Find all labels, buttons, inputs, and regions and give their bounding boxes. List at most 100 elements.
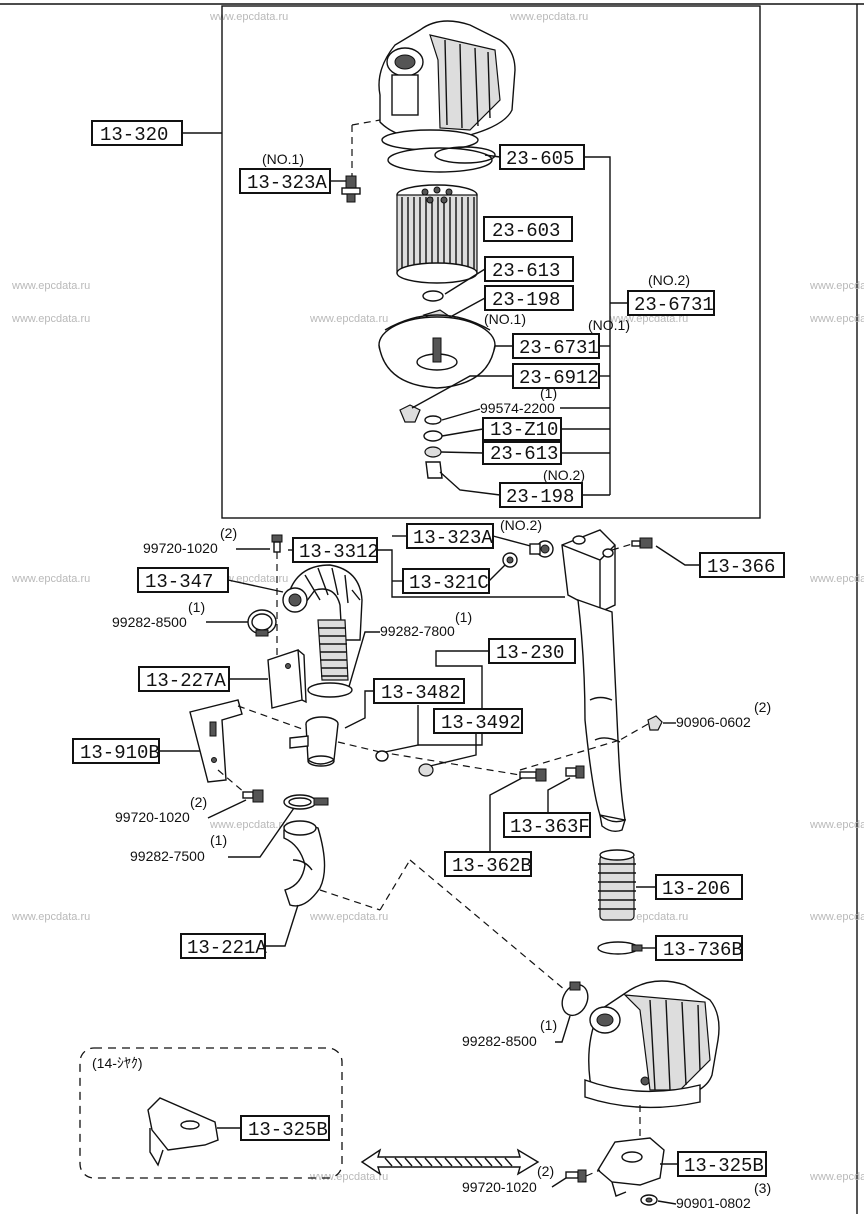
part-label-13-363F[interactable]: 13-363F bbox=[503, 812, 591, 838]
cleaner-bottom-bowl bbox=[378, 314, 496, 389]
leader-dashed bbox=[217, 769, 246, 794]
watermark: www.epcdata.ru bbox=[509, 11, 588, 23]
leader-line bbox=[207, 799, 247, 819]
part-label-13-366[interactable]: 13-366 bbox=[699, 552, 785, 578]
part-label-23-198[interactable]: 23-198 bbox=[484, 285, 574, 311]
part-note: (NO.1) bbox=[484, 311, 526, 327]
bolt-icon bbox=[519, 768, 547, 782]
leader-line bbox=[657, 1200, 677, 1205]
part-note: (NO.2) bbox=[648, 272, 690, 288]
part-number-text: 99720-1020 bbox=[143, 540, 218, 556]
part-number: 13-362B bbox=[452, 855, 532, 877]
part-qty: (2) bbox=[220, 525, 237, 541]
leader-line bbox=[489, 777, 523, 852]
part-number-text: 90901-0802 bbox=[676, 1195, 751, 1211]
leader-line bbox=[411, 375, 513, 409]
leader-line bbox=[444, 268, 486, 295]
part-label-13-910B[interactable]: 13-910B bbox=[72, 738, 160, 764]
part-number: 13-323A bbox=[247, 172, 327, 194]
part-number: 23-603 bbox=[492, 220, 560, 242]
leader-dashed bbox=[351, 119, 381, 126]
clamp-tab bbox=[631, 944, 643, 952]
leader-dashed bbox=[337, 741, 381, 753]
bolt-icon bbox=[631, 537, 653, 549]
part-number: 13-323A bbox=[413, 527, 493, 549]
leader-dashed bbox=[611, 543, 633, 551]
hose-clamp-icon bbox=[307, 682, 353, 698]
watermark: www.epcdata.ru bbox=[209, 11, 288, 23]
air-cleaner-housing-top bbox=[378, 20, 516, 151]
bolt-icon bbox=[647, 715, 663, 731]
part-number: 13-325B bbox=[248, 1119, 328, 1141]
part-number: 13-230 bbox=[496, 642, 564, 664]
leader-line bbox=[384, 705, 419, 753]
part-note: (NO.1) bbox=[262, 151, 304, 167]
part-label-13-3482[interactable]: 13-3482 bbox=[373, 678, 465, 704]
part-label-13-3312[interactable]: 13-3312 bbox=[292, 537, 379, 563]
part-label-13-320[interactable]: 13-320 bbox=[91, 120, 183, 146]
assembly-frame bbox=[221, 5, 761, 519]
part-qty: (1) bbox=[210, 832, 227, 848]
double-arrow-icon bbox=[360, 1148, 540, 1176]
part-number: 23-613 bbox=[490, 443, 558, 465]
part-number: 13-320 bbox=[100, 124, 168, 146]
leader-line bbox=[265, 904, 299, 947]
part-label-13-206[interactable]: 13-206 bbox=[655, 874, 743, 900]
hose-clamp-icon bbox=[247, 609, 277, 637]
part-label-23-613[interactable]: 23-613 bbox=[484, 256, 574, 282]
part-number: 23-6731 bbox=[519, 337, 599, 359]
part-label-13-347[interactable]: 13-347 bbox=[137, 567, 229, 593]
intake-elbow bbox=[289, 716, 339, 767]
leader-dashed bbox=[379, 859, 411, 911]
part-label-23-613-low[interactable]: 23-613 bbox=[482, 441, 562, 465]
part-label-23-6912[interactable]: 23-6912 bbox=[512, 363, 600, 389]
part-label-13-323A-mid[interactable]: 13-323A bbox=[406, 523, 494, 549]
part-label-13-362B[interactable]: 13-362B bbox=[444, 851, 532, 877]
part-number: 13-221A bbox=[187, 937, 267, 959]
part-label-13-Z10[interactable]: 13-Z10 bbox=[482, 417, 562, 441]
leader-line bbox=[377, 549, 565, 598]
part-label-23-198-low[interactable]: 23-198 bbox=[499, 482, 583, 508]
leader-line bbox=[228, 807, 295, 858]
o-ring bbox=[434, 146, 496, 164]
leader-line bbox=[547, 777, 571, 813]
watermark: www.epcdata.ru bbox=[309, 911, 388, 923]
washer-icon bbox=[423, 430, 443, 442]
part-label-13-736B[interactable]: 13-736B bbox=[655, 935, 743, 961]
leader-line bbox=[555, 1015, 571, 1043]
leader-line bbox=[584, 156, 611, 495]
part-label-13-323A[interactable]: 13-323A bbox=[239, 168, 331, 194]
part-label-23-6731-no2[interactable]: 23-6731 bbox=[627, 290, 715, 316]
bracket-227A bbox=[267, 649, 307, 709]
part-label-13-230[interactable]: 13-230 bbox=[488, 638, 576, 664]
leader-dashed bbox=[409, 859, 566, 991]
part-number-text: 99282-8500 bbox=[462, 1033, 537, 1049]
part-qty: (2) bbox=[754, 699, 771, 715]
watermark: www.epcdata.ru bbox=[309, 313, 388, 325]
part-label-13-3492[interactable]: 13-3492 bbox=[433, 708, 523, 734]
part-number: 13-Z10 bbox=[490, 419, 558, 441]
part-qty: (1) bbox=[455, 609, 472, 625]
part-label-13-221A[interactable]: 13-221A bbox=[180, 933, 267, 959]
part-label-13-325B[interactable]: 13-325B bbox=[677, 1151, 767, 1177]
part-number-text: 90906-0602 bbox=[676, 714, 751, 730]
part-label-23-603[interactable]: 23-603 bbox=[483, 216, 573, 242]
leader-line bbox=[439, 471, 501, 496]
part-note: (NO.1) bbox=[588, 317, 630, 333]
bracket-910B bbox=[189, 699, 243, 783]
part-label-23-6731-no1[interactable]: 23-6731 bbox=[512, 333, 600, 359]
part-number: 23-613 bbox=[492, 260, 560, 282]
part-label-13-325B-inset[interactable]: 13-325B bbox=[240, 1115, 330, 1141]
intake-duct-long bbox=[577, 598, 627, 833]
part-number-text: 99282-7800 bbox=[380, 623, 455, 639]
leader-line bbox=[551, 1177, 567, 1188]
part-label-23-605[interactable]: 23-605 bbox=[499, 144, 585, 170]
part-label-13-227A[interactable]: 13-227A bbox=[138, 666, 230, 692]
bolt-icon bbox=[341, 175, 361, 203]
part-note: (NO.2) bbox=[543, 467, 585, 483]
part-label-13-321C[interactable]: 13-321C bbox=[402, 568, 490, 594]
drain-valve-icon bbox=[399, 404, 421, 423]
elbow-hose bbox=[283, 820, 326, 907]
watermark: www.epcdata.ru bbox=[11, 911, 90, 923]
